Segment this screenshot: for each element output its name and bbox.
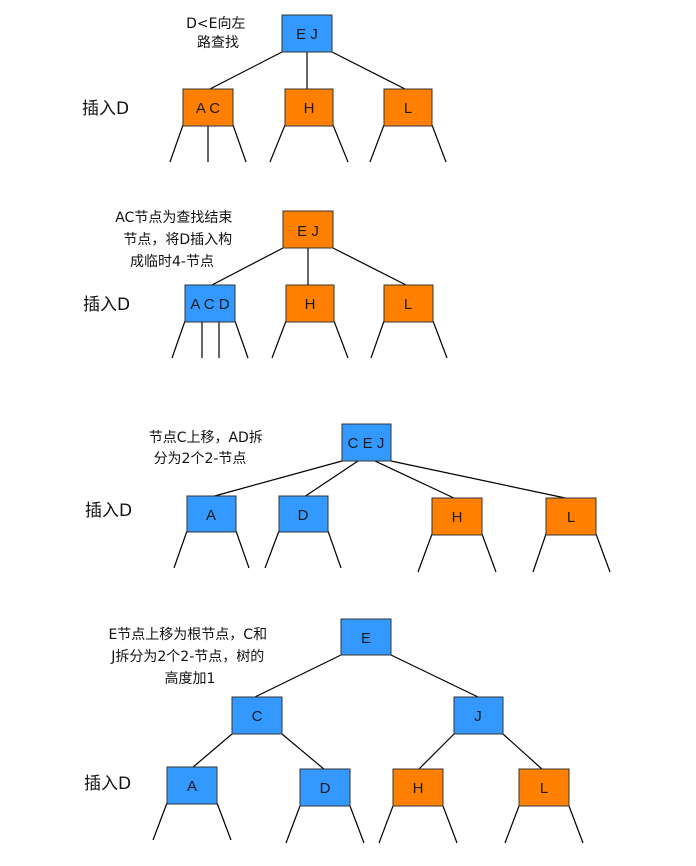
step-4-l-node (518, 768, 570, 807)
step-2: AC节点为查找结束 节点，将D插入构 成临时4-节点 插入D E J A C D… (83, 210, 448, 359)
step-2-mid-node (285, 284, 335, 323)
step-3-note: 节点C上移，AD拆 分为2个2-节点 (149, 430, 268, 467)
step-4: E节点上移为根节点，C和 J拆分为2个2-节点，树的 高度加1 插入D E C … (84, 618, 584, 844)
step-3-a-node (186, 495, 237, 533)
step-4-insert-label: 插入D (84, 774, 131, 794)
step-3-d-node (278, 495, 329, 533)
step-3-h-node (431, 497, 483, 536)
step-4-j-label: J (474, 708, 482, 725)
step-4-a-label: A (187, 778, 197, 795)
step-4-j-node (453, 696, 504, 735)
step-1-right-label: L (404, 100, 412, 117)
step-2-root-node (282, 210, 334, 249)
step-4-root-label: E (361, 630, 371, 647)
step-1-left-node (182, 88, 234, 127)
step-3-l-node (545, 497, 597, 536)
step-3-root-node (341, 423, 392, 462)
step-1-note: D<E向左 路查找 (186, 16, 250, 51)
step-1-left-label: A C (196, 100, 220, 117)
step-1-right-node (383, 88, 433, 127)
step-2-right-node (383, 284, 434, 323)
step-4-l-label: L (540, 780, 548, 797)
step-1-root-node (281, 14, 333, 53)
step-3: 节点C上移，AD拆 分为2个2-节点 插入D C E J A D H L (85, 423, 611, 573)
step-4-h-label: H (413, 780, 424, 797)
step-3-insert-label: 插入D (85, 501, 132, 521)
step-4-a-node (166, 766, 218, 805)
step-3-l-label: L (567, 509, 575, 526)
step-1: D<E向左 路查找 插入D E J A C H L (82, 14, 447, 163)
step-4-root-node (340, 618, 392, 656)
step-3-root-label: C E J (348, 435, 385, 452)
step-2-insert-label: 插入D (83, 295, 130, 315)
step-2-mid-label: H (305, 296, 316, 313)
step-3-a-label: A (206, 507, 216, 524)
step-1-mid-label: H (304, 100, 315, 117)
step-2-right-label: L (404, 296, 412, 313)
step-3-h-label: H (452, 509, 463, 526)
step-4-d-node (299, 768, 351, 807)
step-4-c-node (231, 696, 283, 735)
step-2-note: AC节点为查找结束 节点，将D插入构 成临时4-节点 (115, 210, 237, 270)
step-3-d-label: D (298, 507, 309, 524)
step-1-insert-label: 插入D (82, 99, 129, 119)
step-2-left-node (184, 284, 236, 323)
step-2-root-label: E J (297, 223, 319, 240)
step-4-d-label: D (320, 780, 331, 797)
step-4-note: E节点上移为根节点，C和 J拆分为2个2-节点，树的 高度加1 (108, 627, 271, 687)
step-1-root-label: E J (296, 26, 318, 43)
step-1-mid-node (284, 88, 334, 127)
step-2-left-label: A C D (190, 296, 229, 313)
step-4-c-label: C (252, 708, 263, 725)
step-4-h-node (392, 768, 444, 807)
